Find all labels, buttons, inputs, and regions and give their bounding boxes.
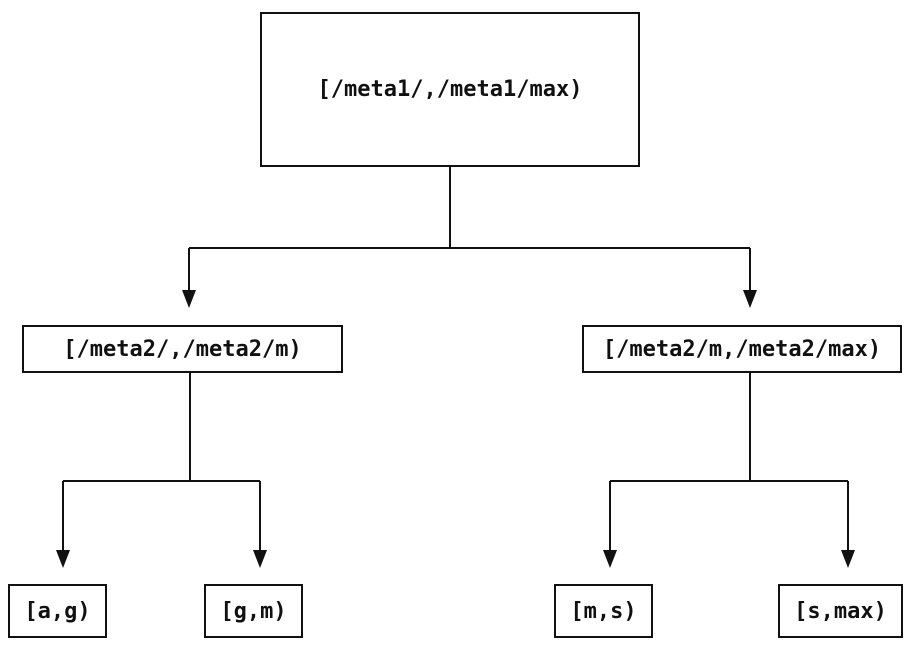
node-leaf4-label: [s,max) bbox=[794, 598, 887, 624]
arrowhead-to-leaf4 bbox=[841, 550, 855, 568]
node-leaf1-label: [a,g) bbox=[24, 598, 91, 624]
edge-left-subtree bbox=[62, 373, 261, 551]
node-root-label: [/meta1/,/meta1/max) bbox=[317, 77, 583, 102]
node-leaf3-label: [m,s) bbox=[570, 598, 637, 624]
arrowhead-to-leaf1 bbox=[56, 550, 70, 568]
arrowhead-to-left-child bbox=[182, 290, 196, 308]
node-leaf-m-s: [m,s) bbox=[554, 584, 653, 638]
node-leaf-g-m: [g,m) bbox=[204, 584, 303, 638]
node-left-label: [/meta2/,/meta2/m) bbox=[63, 336, 302, 362]
node-leaf-s-max: [s,max) bbox=[778, 584, 903, 638]
node-leaf-a-g: [a,g) bbox=[8, 584, 107, 638]
node-root-interval: [/meta1/,/meta1/max) bbox=[260, 12, 640, 167]
node-right-child-interval: [/meta2/m,/meta2/max) bbox=[582, 325, 902, 373]
node-right-label: [/meta2/m,/meta2/max) bbox=[602, 336, 882, 362]
arrowhead-to-leaf2 bbox=[253, 550, 267, 568]
node-left-child-interval: [/meta2/,/meta2/m) bbox=[22, 325, 343, 373]
arrowhead-to-leaf3 bbox=[603, 550, 617, 568]
node-leaf2-label: [g,m) bbox=[220, 598, 287, 624]
edge-right-subtree bbox=[609, 373, 849, 551]
edge-root-stem bbox=[188, 167, 751, 291]
arrowhead-to-right-child bbox=[743, 290, 757, 308]
